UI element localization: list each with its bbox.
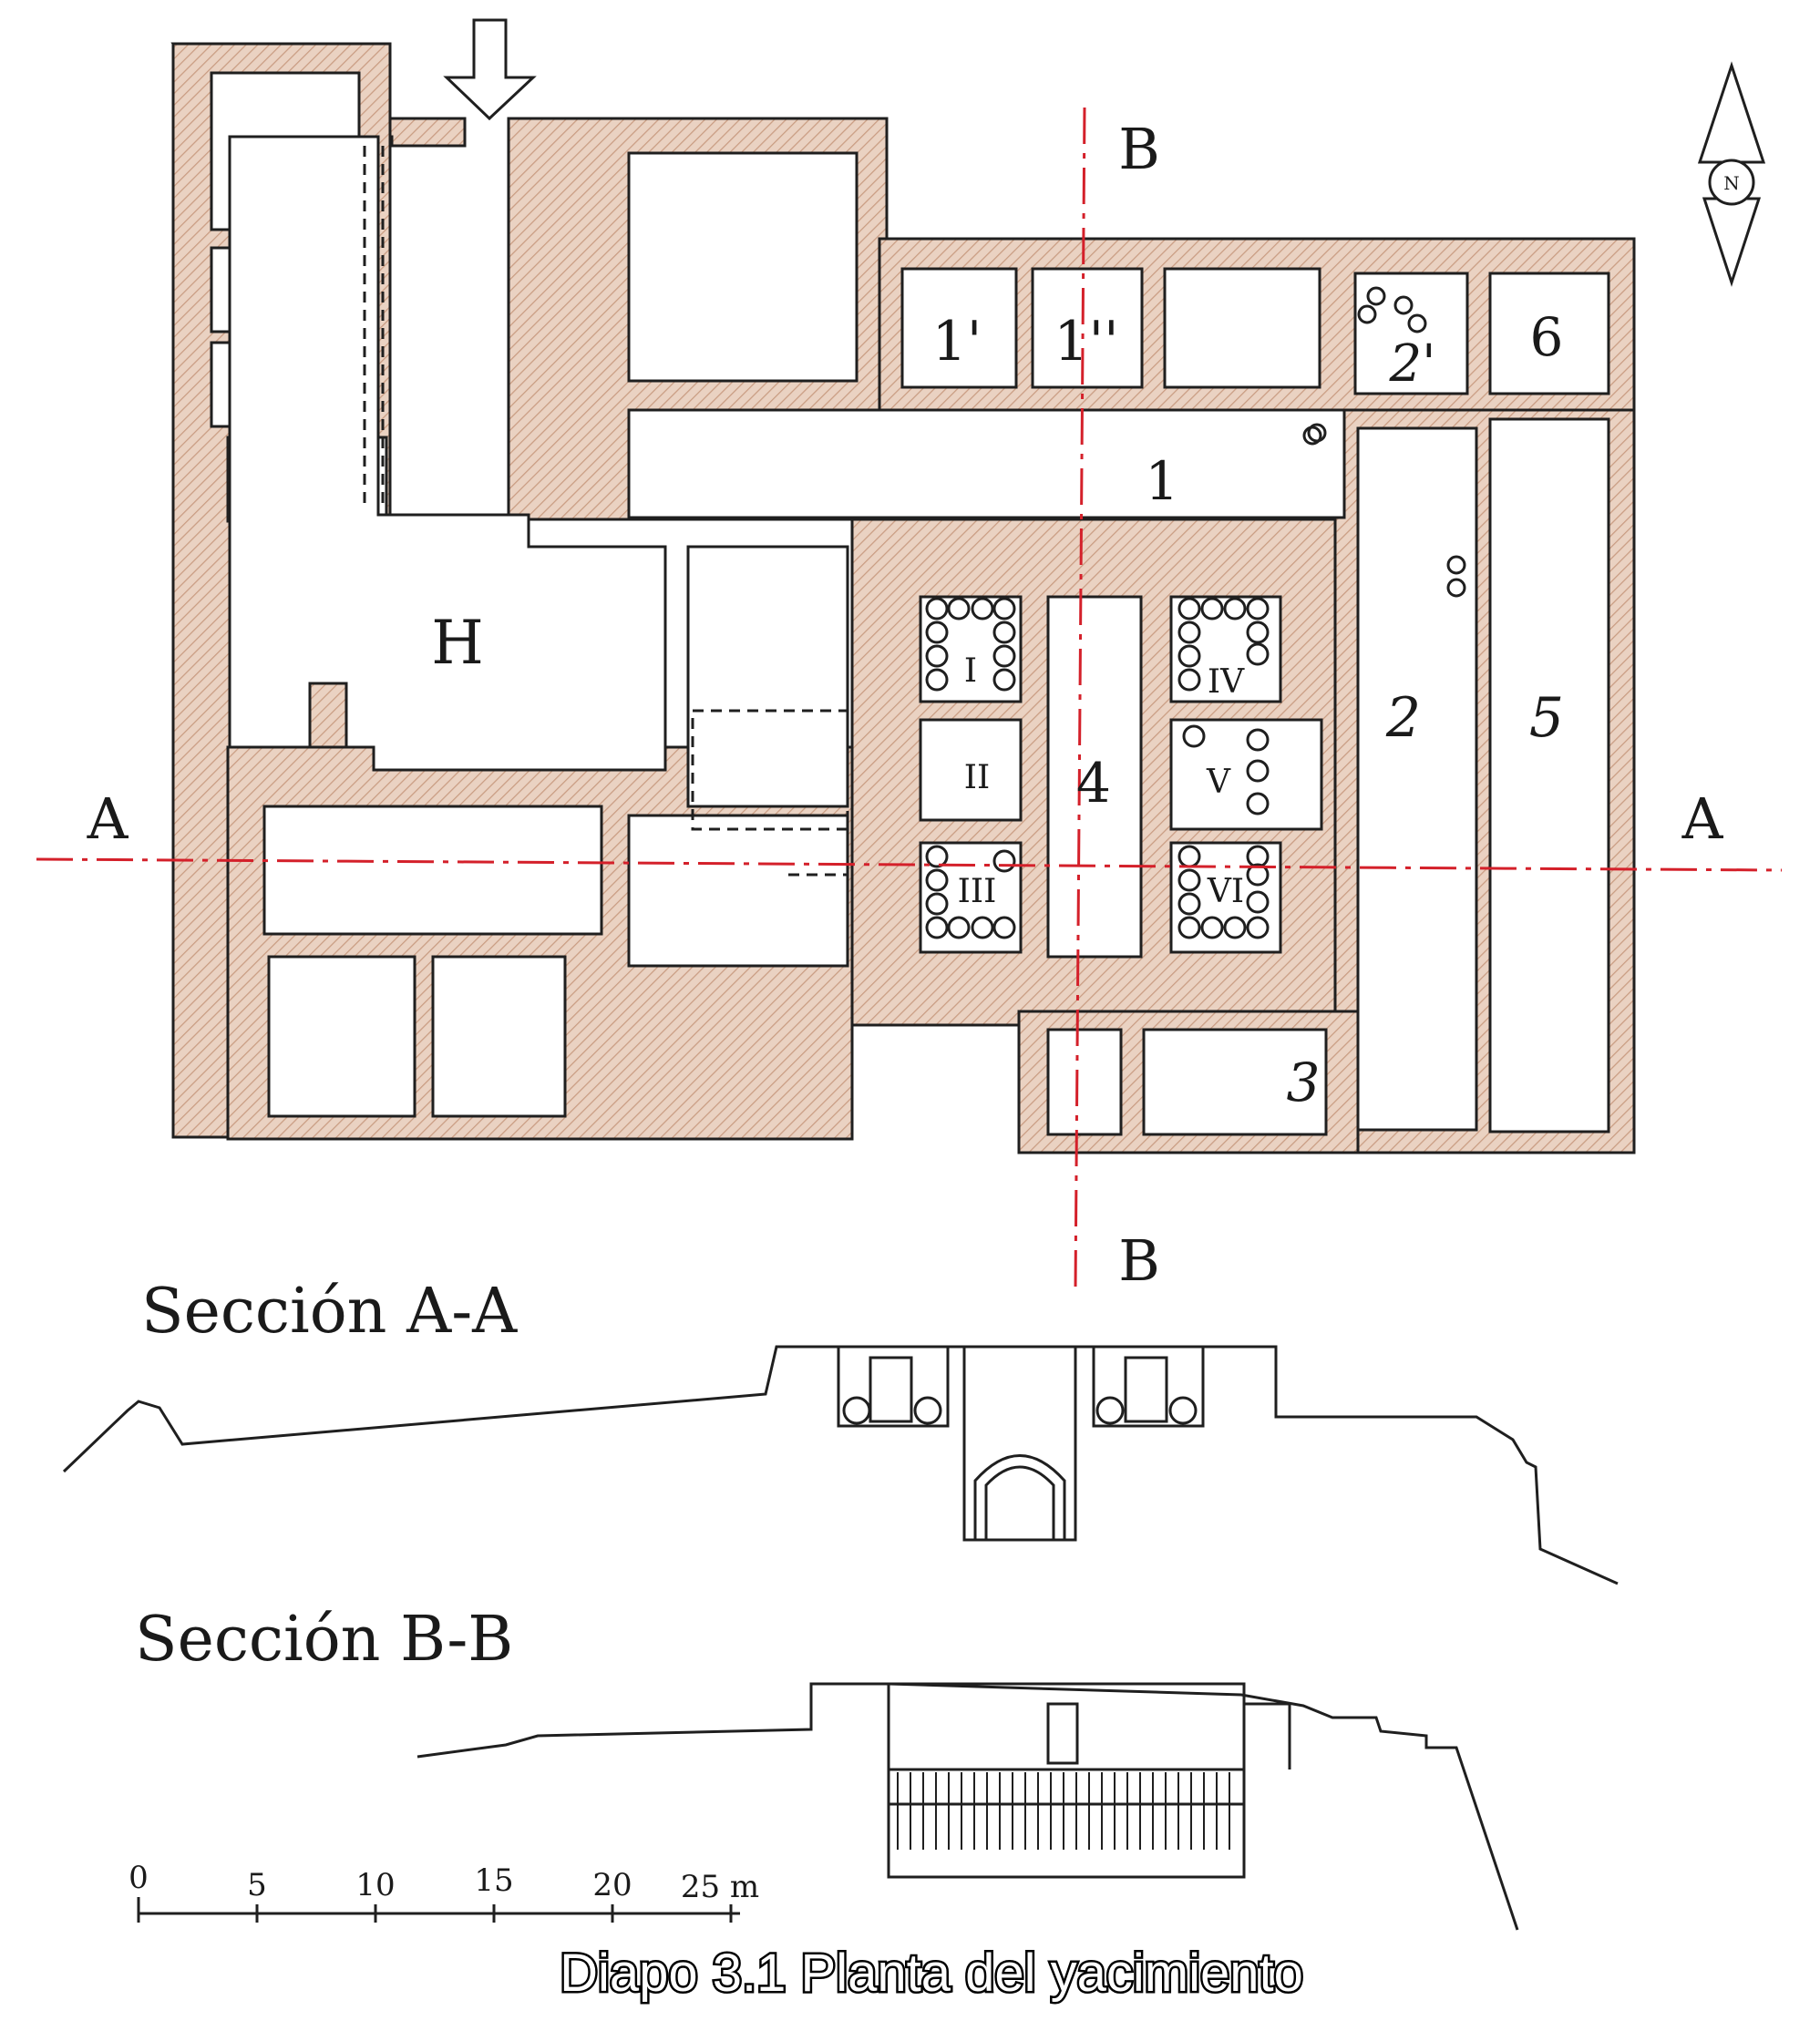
room-labels: 1' 1'' 1 2' 6 2 5 3 4 H I II III IV V VI [431, 306, 1564, 1113]
scale-bar [137, 1897, 740, 1923]
jar [992, 597, 1016, 621]
scale-tick-15: 15 [474, 1862, 513, 1899]
jar [992, 849, 1016, 873]
room-label-ii: II [964, 759, 990, 796]
scale-tick-5: 5 [247, 1867, 267, 1903]
scale-tick-20: 20 [592, 1867, 632, 1903]
dashed-walls [363, 146, 849, 877]
marker-b-bottom: B [1118, 1227, 1160, 1294]
jar [1177, 597, 1201, 621]
room-interiors [210, 71, 1610, 1136]
section-bb-title: Sección B-B [135, 1604, 513, 1676]
section-bb-fill-bars [897, 1772, 1230, 1850]
jar [1177, 644, 1201, 668]
room-label-h: H [431, 608, 484, 678]
jar [1246, 597, 1270, 621]
jar [992, 916, 1016, 939]
jar [925, 916, 949, 939]
jar [1357, 304, 1377, 324]
jar [992, 644, 1016, 668]
entrance-arrow-icon [443, 18, 537, 121]
jar [992, 668, 1016, 692]
jar [1246, 728, 1270, 752]
jar [925, 621, 949, 644]
marker-a-right: A [1681, 785, 1724, 852]
jar [992, 621, 1016, 644]
section-aa-title: Sección A-A [141, 1276, 518, 1348]
jar [1246, 759, 1270, 783]
jar [1246, 890, 1270, 914]
room-label-iv: IV [1208, 663, 1245, 701]
jar [1366, 286, 1386, 306]
jar [1407, 313, 1427, 333]
jar [1246, 621, 1270, 644]
jar [925, 668, 949, 692]
jar [1223, 597, 1247, 621]
jar [971, 916, 994, 939]
jar [1177, 868, 1201, 892]
section-aa-profile [62, 1345, 1619, 1585]
room-label-1pp: 1'' [1054, 310, 1118, 374]
jar [1200, 597, 1224, 621]
section-markers: B B A A [87, 116, 1724, 1294]
room-label-2: 2 [1385, 686, 1421, 750]
room-label-3: 3 [1287, 1051, 1321, 1113]
jar [925, 892, 949, 916]
jar [971, 597, 994, 621]
room-label-vi: VI [1207, 873, 1244, 910]
room-label-4: 4 [1076, 752, 1111, 815]
jar [1246, 916, 1270, 939]
jar [947, 916, 971, 939]
jar [947, 597, 971, 621]
jar [1177, 892, 1201, 916]
scale-tick-10: 10 [355, 1867, 395, 1903]
jar [1223, 916, 1247, 939]
scale-labels: 0 5 10 15 20 25 m [129, 1860, 759, 1905]
jar [1182, 724, 1206, 748]
jar [1246, 792, 1270, 815]
room-label-5: 5 [1529, 686, 1564, 750]
north-arrow-icon [1697, 61, 1766, 287]
jar [1177, 668, 1201, 692]
storage-jars [925, 286, 1466, 939]
scale-tick-0: 0 [129, 1860, 149, 1896]
room-label-1p: 1' [932, 310, 982, 374]
marker-b-top: B [1118, 116, 1160, 182]
jar [1177, 916, 1201, 939]
jar [1393, 295, 1414, 315]
jar [1446, 578, 1466, 598]
room-label-2p: 2' [1388, 334, 1435, 394]
room-label-1: 1 [1146, 450, 1179, 512]
scale-tick-25: 25 m [681, 1869, 759, 1905]
jar [1302, 426, 1322, 446]
caption: Diapo 3.1 Planta del yacimiento [560, 1944, 1303, 2003]
jar [1177, 621, 1201, 644]
room-label-6: 6 [1530, 306, 1564, 368]
jar [1246, 642, 1270, 666]
north-label: N [1723, 172, 1740, 194]
jar [1246, 863, 1270, 887]
section-bb-profile [416, 1682, 1519, 1931]
room-label-i: I [964, 652, 977, 690]
jar [925, 845, 949, 868]
marker-a-left: A [87, 785, 129, 852]
jar [925, 644, 949, 668]
room-label-v: V [1206, 764, 1231, 801]
room-label-iii: III [958, 873, 997, 910]
jar [1446, 555, 1466, 575]
section-lines [36, 107, 1783, 1290]
jar [925, 597, 949, 621]
jar [1200, 916, 1224, 939]
jar [925, 868, 949, 892]
